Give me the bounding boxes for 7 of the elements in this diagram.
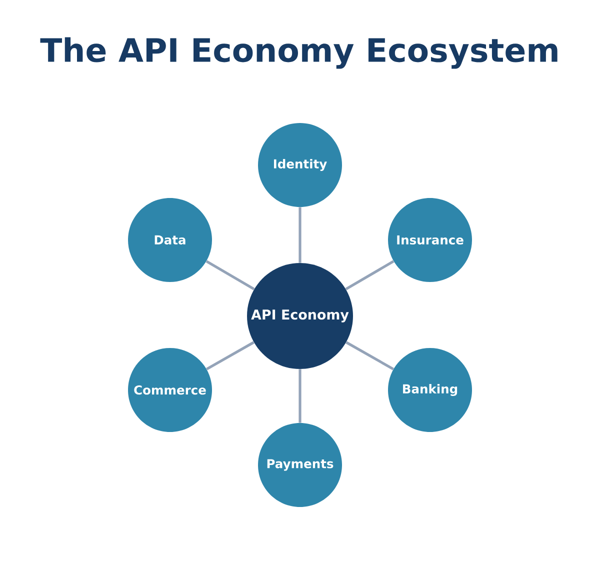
title: The API Economy Ecosystem [40, 37, 558, 69]
connector-line [298, 369, 302, 423]
connector-line [206, 260, 255, 290]
connector-line [346, 341, 394, 370]
connector-line [298, 207, 302, 263]
connector-line [206, 341, 254, 370]
connector-line [345, 260, 394, 290]
